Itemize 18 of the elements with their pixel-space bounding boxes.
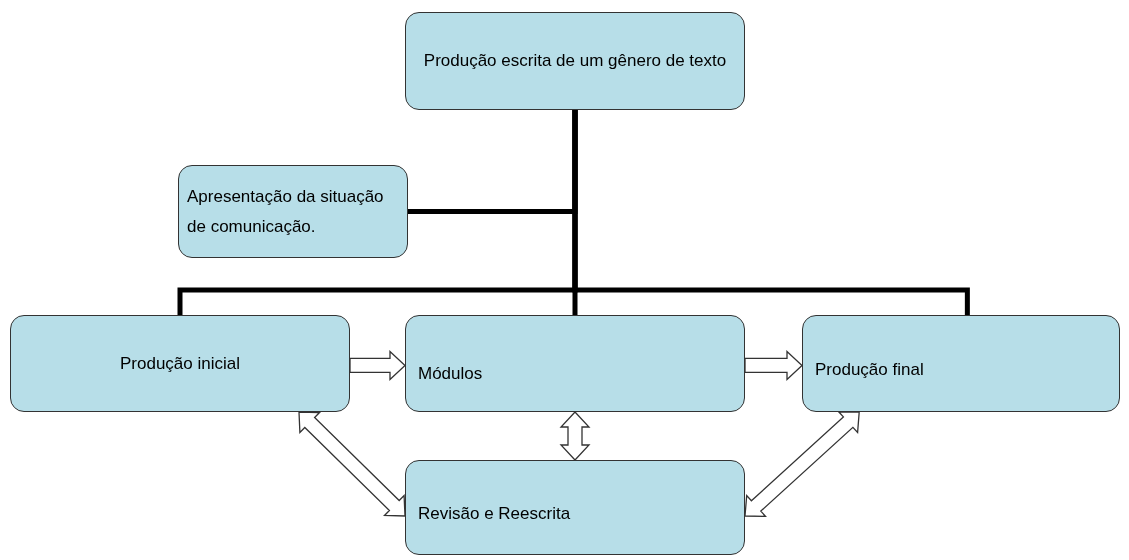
block-arrow: [744, 411, 860, 517]
box-text: Apresentação da situação de comunicação.: [187, 185, 385, 238]
rounded-box: [10, 315, 350, 412]
box-text: Produção inicial: [120, 352, 240, 375]
box-text: Módulos: [418, 362, 483, 385]
box-text: Produção escrita de um gênero de texto: [423, 50, 727, 72]
block-arrow: [298, 411, 406, 517]
rounded-box: [405, 460, 745, 555]
box-text: Revisão e Reescrita: [418, 502, 571, 525]
connector-line: [572, 110, 970, 315]
rounded-box: [802, 315, 1120, 412]
rounded-box: [405, 315, 745, 412]
block-arrow: [744, 349, 803, 381]
block-arrow: [559, 411, 591, 461]
rounded-box: [405, 12, 745, 110]
block-arrow: [349, 349, 406, 381]
box-text: Produção final: [815, 358, 924, 381]
rounded-box: [178, 165, 408, 258]
